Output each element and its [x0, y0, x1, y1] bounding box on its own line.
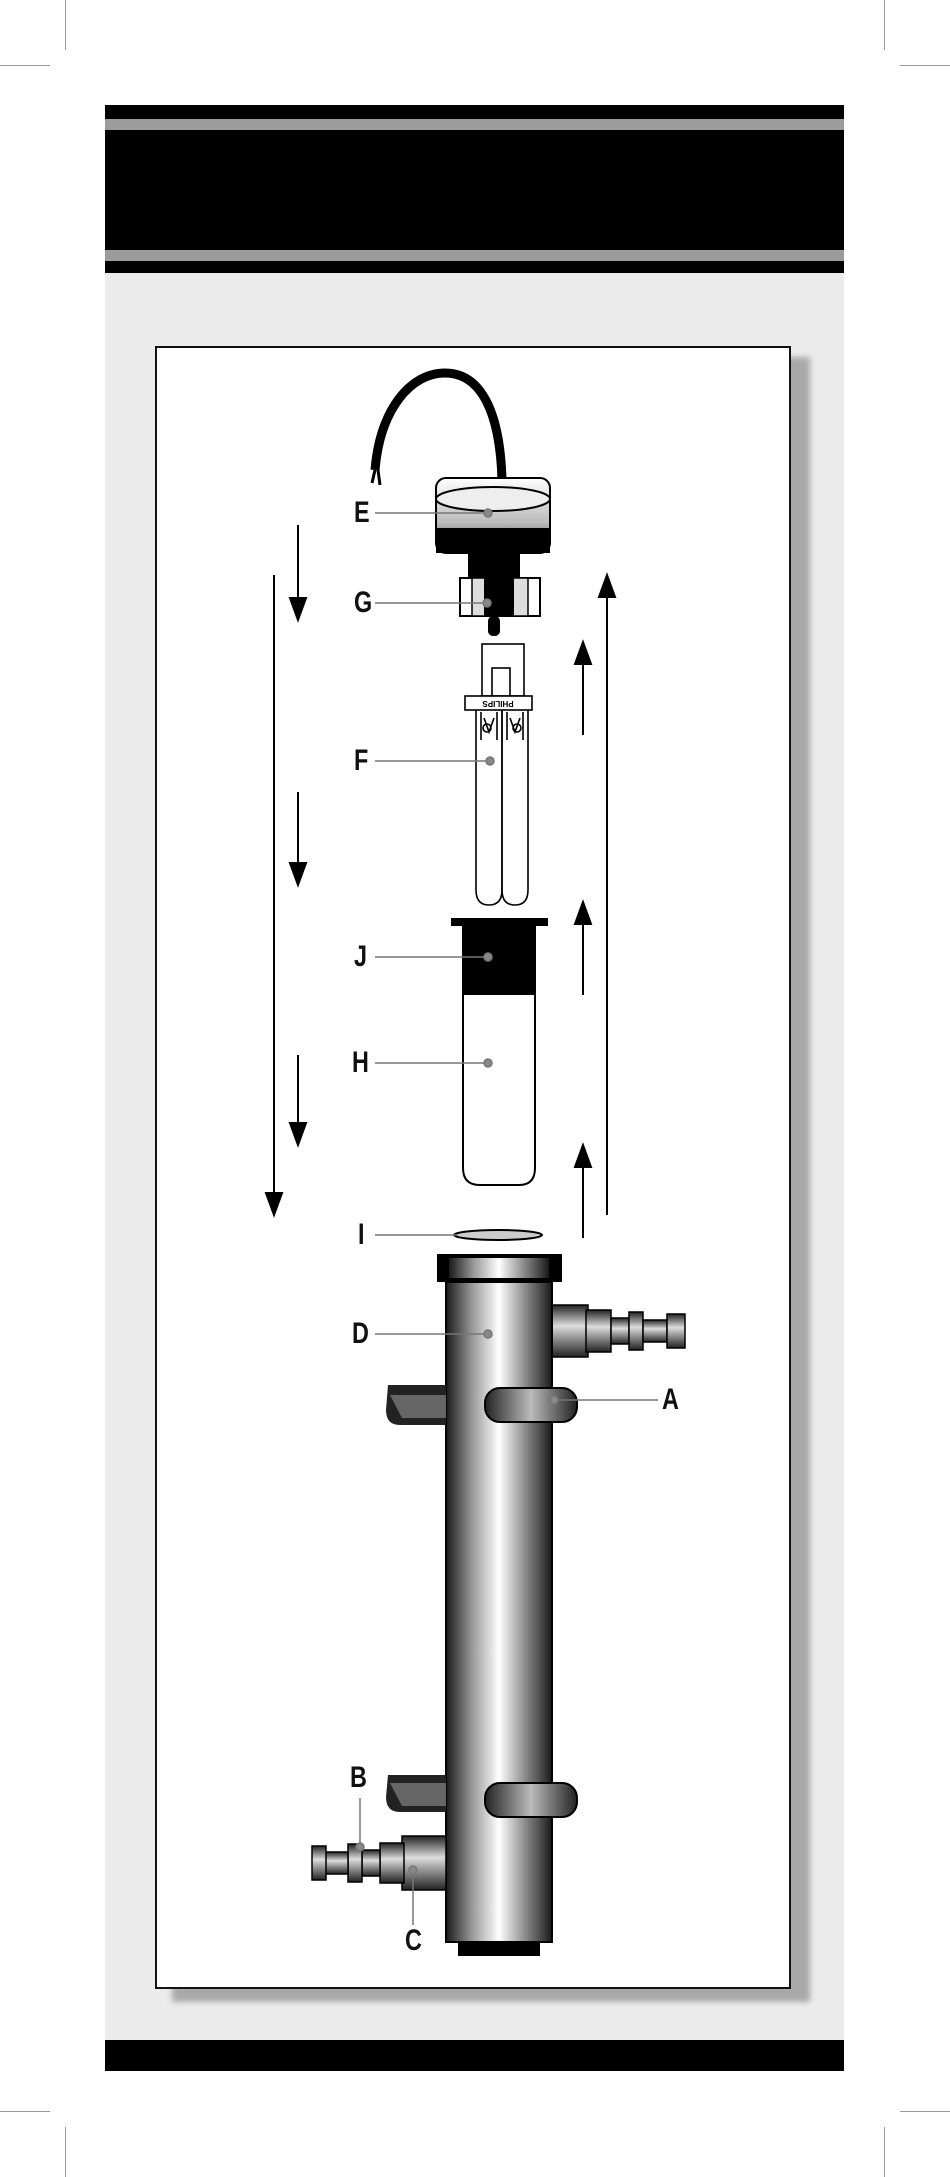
cap-e	[372, 373, 550, 577]
label-d: D	[352, 1319, 369, 1349]
label-f: F	[354, 746, 368, 776]
label-g: G	[354, 588, 372, 618]
housing-d	[312, 1254, 685, 1956]
label-c: C	[405, 1926, 422, 1956]
uv-lamp-f	[465, 644, 532, 905]
socket-g	[460, 578, 540, 636]
lamp-brand-text: PHILIPS	[482, 699, 514, 708]
flow-arrows-down	[266, 525, 306, 1215]
label-i: I	[358, 1220, 365, 1250]
label-h: H	[352, 1048, 369, 1078]
label-a: A	[662, 1385, 679, 1415]
quartz-sleeve-h	[451, 918, 548, 1185]
label-b: B	[350, 1763, 367, 1793]
label-j: J	[354, 942, 367, 972]
o-ring-i	[454, 1230, 542, 1240]
flow-arrows-up	[575, 575, 615, 1238]
label-e: E	[354, 498, 370, 528]
